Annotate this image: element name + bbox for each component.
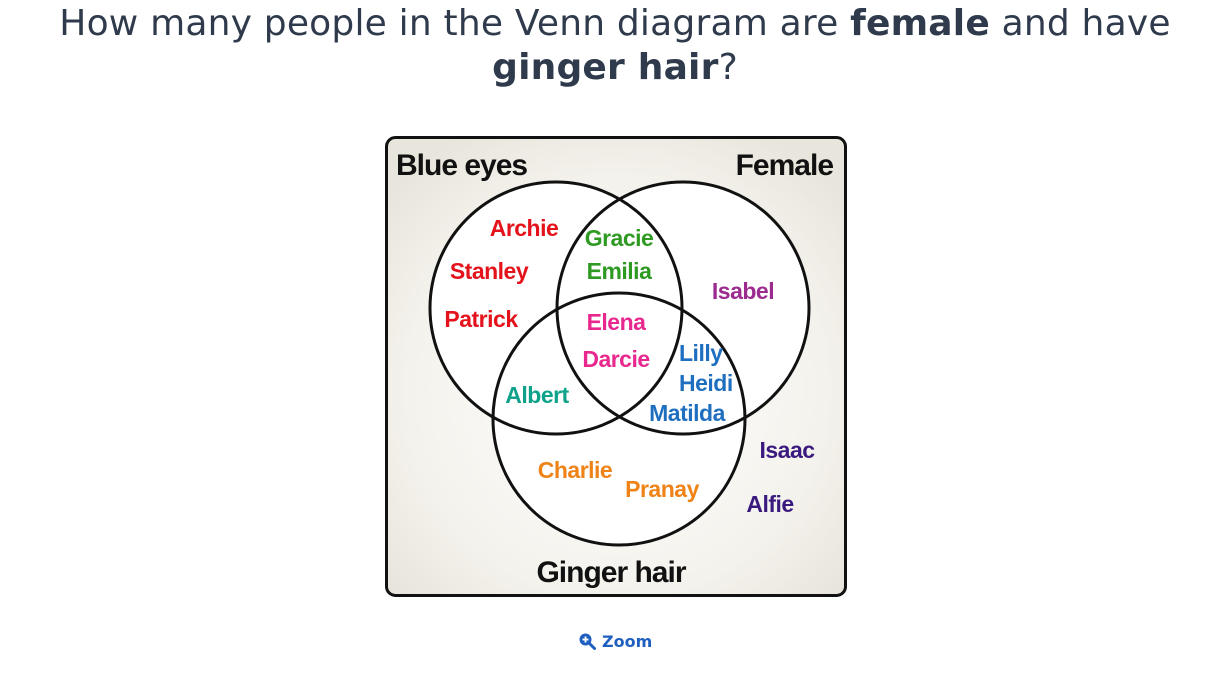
label-blue-eyes: Blue eyes — [396, 149, 527, 182]
region-ginger-only: Charlie Pranay — [538, 457, 700, 502]
region-female-and-ginger: Lilly Heidi Matilda — [649, 340, 733, 426]
name-pranay: Pranay — [625, 476, 699, 502]
question-text: How many people in the Venn diagram are … — [40, 2, 1190, 90]
name-heidi: Heidi — [679, 370, 733, 396]
question-bold-female: female — [850, 3, 990, 44]
name-isaac: Isaac — [759, 437, 815, 463]
question-part-1: How many people in the Venn diagram are — [59, 3, 851, 44]
circle-ginger-hair — [491, 291, 747, 547]
region-blue-eyes-and-female: Gracie Emilia — [585, 225, 654, 284]
venn-diagram: Blue eyes Female Ginger hair Archie Stan… — [385, 136, 847, 597]
name-lilly: Lilly — [679, 340, 723, 366]
region-none: Isaac Alfie — [746, 437, 815, 517]
label-female: Female — [736, 149, 834, 182]
name-darcie: Darcie — [582, 346, 649, 372]
venn-diagram-svg: Blue eyes Female Ginger hair Archie Stan… — [385, 136, 847, 597]
zoom-in-icon — [578, 632, 596, 650]
region-blue-eyes-and-ginger: Albert — [505, 382, 570, 408]
question-part-3: ? — [718, 47, 738, 88]
circle-fill-ginger-hair — [493, 293, 745, 545]
name-alfie: Alfie — [746, 491, 793, 517]
question-bold-ginger-hair: ginger hair — [492, 47, 719, 88]
name-stanley: Stanley — [450, 258, 529, 284]
name-gracie: Gracie — [585, 225, 654, 251]
zoom-button[interactable]: Zoom — [578, 629, 652, 653]
name-patrick: Patrick — [444, 306, 518, 332]
name-isabel: Isabel — [712, 278, 774, 304]
name-archie: Archie — [490, 215, 559, 241]
circle-blue-eyes — [428, 180, 684, 436]
region-female-only: Isabel — [712, 278, 775, 304]
label-ginger-hair: Ginger hair — [536, 556, 686, 589]
zoom-label: Zoom — [602, 631, 653, 651]
name-albert: Albert — [505, 382, 569, 408]
question-part-2: and have — [989, 3, 1171, 44]
name-matilda: Matilda — [649, 400, 725, 426]
region-blue-eyes-only: Archie Stanley Patrick — [444, 215, 558, 332]
name-emilia: Emilia — [587, 258, 652, 284]
name-elena: Elena — [587, 309, 647, 335]
name-charlie: Charlie — [538, 457, 612, 483]
region-all-three: Elena Darcie — [582, 309, 650, 372]
